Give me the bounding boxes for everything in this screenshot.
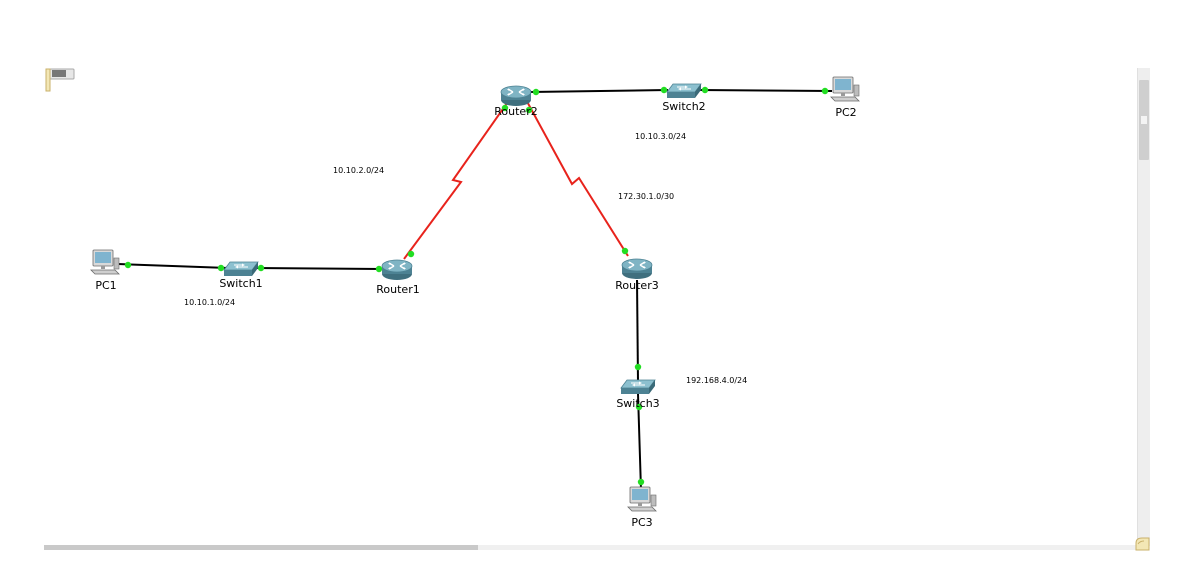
resize-corner-icon[interactable]	[1134, 535, 1150, 551]
label-pc1: PC1	[95, 279, 116, 292]
link-switch1-router1[interactable]	[253, 267, 387, 270]
horizontal-scrollbar[interactable]	[44, 545, 1137, 550]
note-flag-icon[interactable]	[44, 67, 76, 93]
vertical-scrollbar[interactable]	[1137, 68, 1150, 546]
label-switch1: Switch1	[219, 277, 262, 290]
horizontal-scroll-thumb[interactable]	[44, 545, 478, 550]
device-router2[interactable]	[500, 85, 532, 107]
network-label-wan-r1-r2: 10.10.2.0/24	[333, 166, 384, 175]
router-icon	[621, 258, 653, 280]
device-pc2[interactable]	[830, 76, 860, 102]
network-label-lan3: 192.168.4.0/24	[686, 376, 747, 385]
label-router1: Router1	[376, 283, 419, 296]
link-switch2-pc2[interactable]	[697, 89, 833, 92]
label-switch3: Switch3	[616, 397, 659, 410]
label-router2: Router2	[494, 105, 537, 118]
switch-icon	[666, 83, 702, 99]
serial-link-router1-router2[interactable]	[403, 95, 513, 260]
serial-link-router2-router3[interactable]	[523, 95, 629, 257]
vertical-scroll-thumb[interactable]	[1139, 80, 1149, 160]
device-switch2[interactable]	[666, 83, 702, 99]
label-router3: Router3	[615, 279, 658, 292]
link-router2-switch2[interactable]	[529, 89, 669, 93]
label-pc2: PC2	[835, 106, 856, 119]
link-pc1-switch1[interactable]	[117, 263, 229, 269]
device-router3[interactable]	[621, 258, 653, 280]
switch-icon	[620, 379, 656, 395]
network-label-lan2: 10.10.3.0/24	[635, 132, 686, 141]
scroll-grip-icon	[1141, 116, 1147, 124]
device-pc1[interactable]	[90, 249, 120, 275]
pc-icon	[830, 76, 860, 102]
device-switch1[interactable]	[223, 261, 259, 277]
device-router1[interactable]	[381, 259, 413, 281]
device-pc3[interactable]	[627, 486, 657, 512]
label-switch2: Switch2	[662, 100, 705, 113]
pc-icon	[627, 486, 657, 512]
device-switch3[interactable]	[620, 379, 656, 395]
network-label-wan-r2-r3: 172.30.1.0/30	[618, 192, 674, 201]
switch-icon	[223, 261, 259, 277]
link-status-indicators	[124, 86, 829, 486]
label-pc3: PC3	[631, 516, 652, 529]
router-icon	[500, 85, 532, 107]
network-label-lan1: 10.10.1.0/24	[184, 298, 235, 307]
router-icon	[381, 259, 413, 281]
pc-icon	[90, 249, 120, 275]
